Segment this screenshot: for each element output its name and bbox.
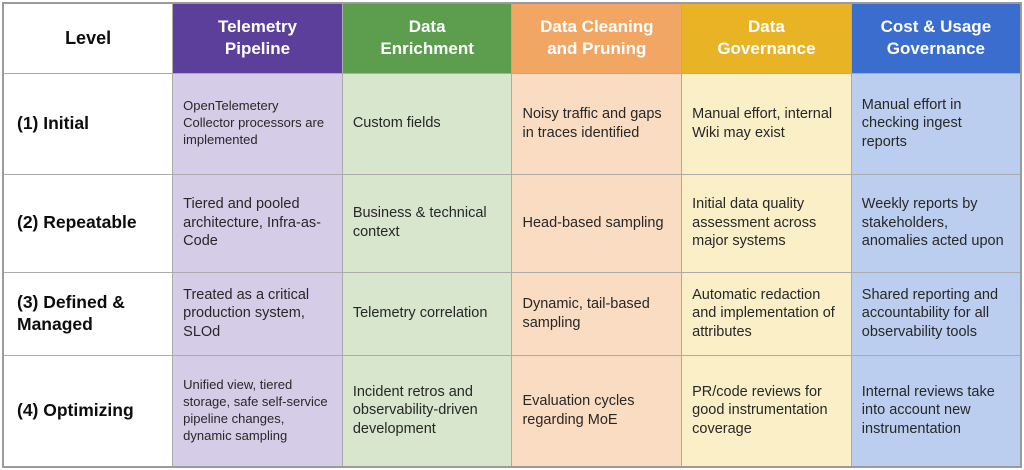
row-optimizing: (4) Optimizing Unified view, tiered stor…	[2, 354, 1022, 468]
row-label-initial: (1) Initial	[2, 72, 174, 175]
cell-defined-managed-cost-usage-governance: Shared reporting and accountability for …	[850, 271, 1022, 356]
cell-defined-managed-data-governance: Automatic redaction and implementation o…	[681, 271, 852, 356]
cell-initial-cost-usage-governance: Manual effort in checking ingest reports	[850, 72, 1022, 175]
cell-repeatable-data-cleaning-pruning: Head-based sampling	[511, 173, 683, 273]
cell-initial-data-enrichment: Custom fields	[341, 72, 513, 175]
row-defined-managed: (3) Defined & Managed Treated as a criti…	[2, 271, 1022, 356]
cell-repeatable-data-governance: Initial data quality assessment across m…	[681, 173, 852, 273]
row-repeatable: (2) Repeatable Tiered and pooled archite…	[2, 173, 1022, 273]
cell-repeatable-cost-usage-governance: Weekly reports by stakeholders, anomalie…	[850, 173, 1022, 273]
cell-initial-data-cleaning-pruning: Noisy traffic and gaps in traces identif…	[511, 72, 683, 175]
row-label-defined-managed: (3) Defined & Managed	[2, 271, 174, 356]
cell-defined-managed-telemetry-pipeline: Treated as a critical production system,…	[172, 271, 343, 356]
cell-optimizing-cost-usage-governance: Internal reviews take into account new i…	[850, 354, 1022, 468]
row-label-optimizing: (4) Optimizing	[2, 354, 174, 468]
cell-defined-managed-data-enrichment: Telemetry correlation	[341, 271, 513, 356]
column-header-telemetry-pipeline: Telemetry Pipeline	[172, 2, 343, 74]
cell-defined-managed-data-cleaning-pruning: Dynamic, tail-based sampling	[511, 271, 683, 356]
column-header-data-enrichment: Data Enrichment	[341, 2, 513, 74]
cell-repeatable-data-enrichment: Business & technical context	[341, 173, 513, 273]
cell-initial-telemetry-pipeline: OpenTelemetery Collector processors are …	[172, 72, 343, 175]
cell-optimizing-data-enrichment: Incident retros and observability-driven…	[341, 354, 513, 468]
column-header-level: Level	[2, 2, 174, 74]
cell-optimizing-data-cleaning-pruning: Evaluation cycles regarding MoE	[511, 354, 683, 468]
row-label-repeatable: (2) Repeatable	[2, 173, 174, 273]
column-header-cost-usage-governance: Cost & Usage Governance	[850, 2, 1022, 74]
cell-repeatable-telemetry-pipeline: Tiered and pooled architecture, Infra-as…	[172, 173, 343, 273]
cell-initial-data-governance: Manual effort, internal Wiki may exist	[681, 72, 852, 175]
header-row: Level Telemetry Pipeline Data Enrichment…	[2, 2, 1022, 74]
cell-optimizing-data-governance: PR/code reviews for good instrumentation…	[681, 354, 852, 468]
row-initial: (1) Initial OpenTelemetery Collector pro…	[2, 72, 1022, 175]
cell-optimizing-telemetry-pipeline: Unified view, tiered storage, safe self-…	[172, 354, 343, 468]
column-header-data-governance: Data Governance	[681, 2, 852, 74]
column-header-data-cleaning-pruning: Data Cleaning and Pruning	[511, 2, 683, 74]
